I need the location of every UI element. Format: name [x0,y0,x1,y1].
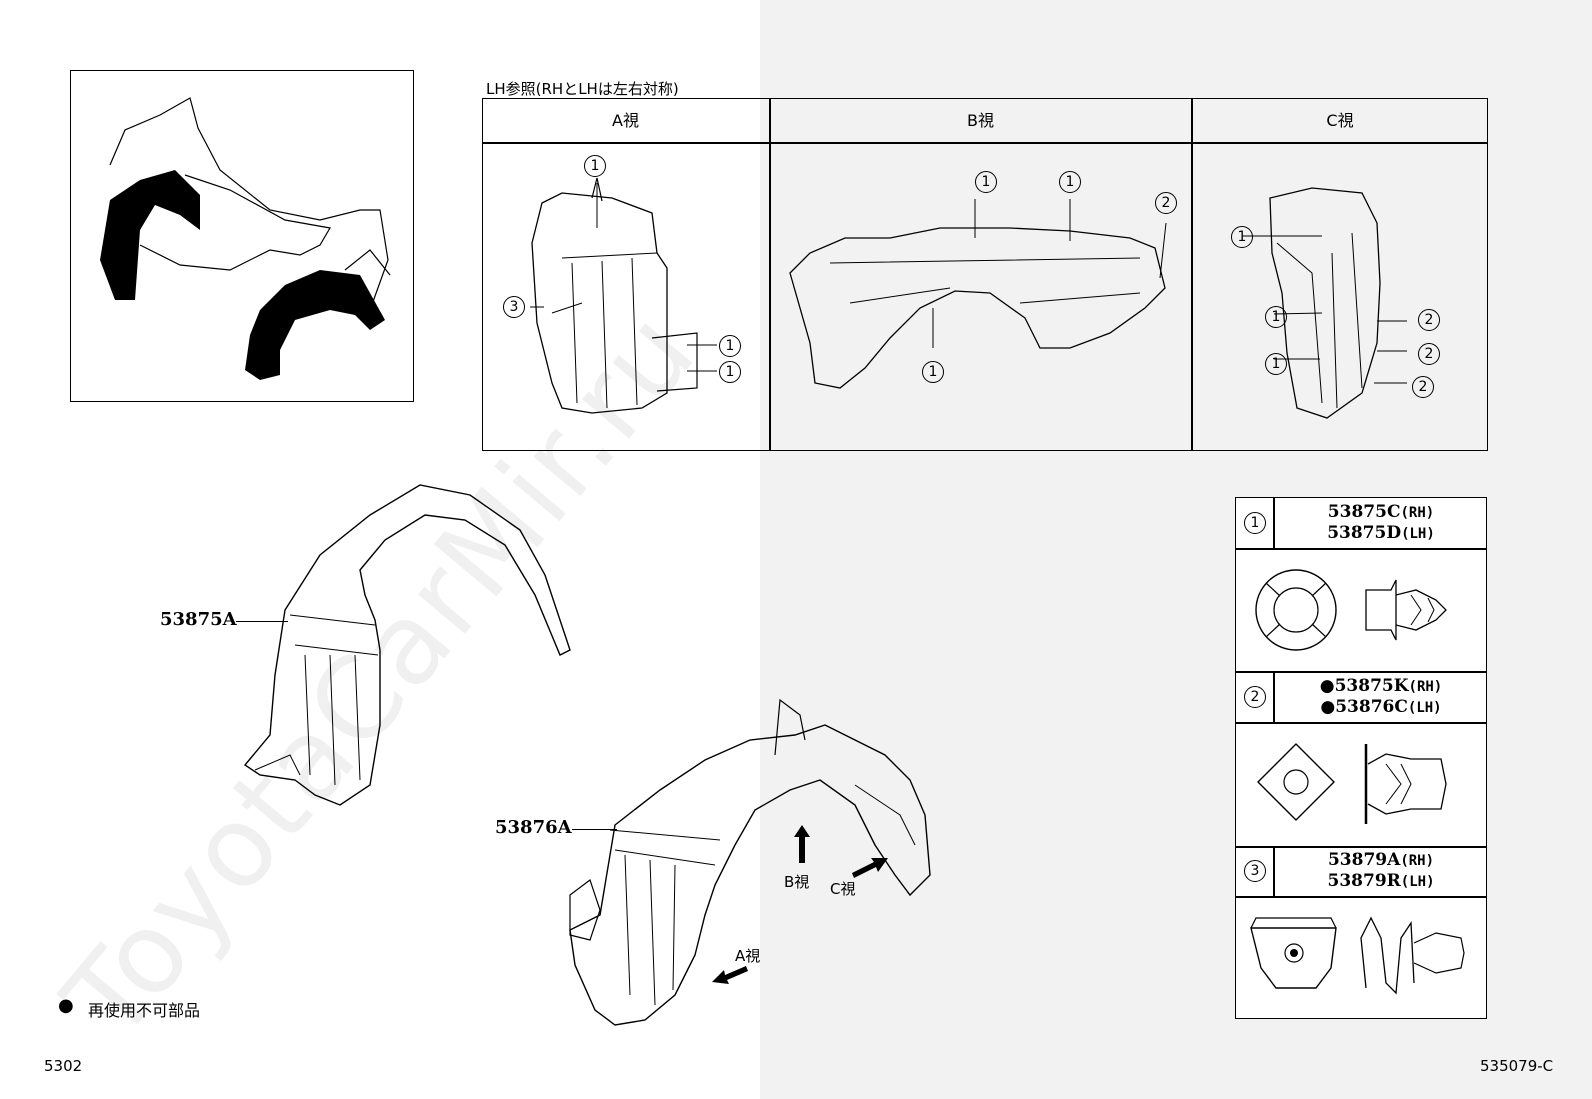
legend-rule-4 [1235,846,1487,848]
legend-1-suffix2: (LH) [1401,526,1435,542]
arrow-a-icon [712,966,748,984]
legend-rule-2 [1235,671,1487,673]
view-c-callout-left-2: 1 [1265,306,1287,328]
legend-3-line1: 53879A [1327,850,1401,870]
view-b-callout-4: 1 [922,361,944,383]
legend-3-part-numbers: 53879A(RH) 53879R(LH) [1275,850,1487,892]
views-table-header-rule [482,142,1488,144]
legend-rule-5 [1235,896,1487,898]
legend-rule-3 [1235,722,1487,724]
location-overview-drawing [100,97,391,380]
view-a-drawing [530,177,717,414]
part-label-53875a: 53875A [160,609,237,630]
legend-1-clip-drawing [1255,569,1447,651]
legend-3-suffix1: (RH) [1400,853,1435,869]
legend-1-line2: 53875D [1327,523,1402,543]
view-a-callout-top: 1 [584,155,606,177]
page-number: 5302 [44,1057,83,1075]
part-label-53876a: 53876A [495,817,572,838]
view-c-callout-right-3: 2 [1412,376,1434,398]
legend-col-rule-2 [1273,671,1275,723]
legend-2-suffix1: (RH) [1408,679,1443,695]
view-c-callout-left-3: 1 [1265,353,1287,375]
arrow-b-icon [794,825,810,863]
legend-2-suffix2: (LH) [1407,700,1442,716]
view-c-callout-right-2: 2 [1418,343,1440,365]
view-b-callout-3: 2 [1155,192,1177,214]
legend-num-3: 3 [1244,860,1266,882]
view-a-callout-right-2: 1 [719,361,741,383]
diagram-code: 535079-C [1480,1057,1554,1075]
legend-3-clip-drawing [1250,916,1465,995]
view-a-header: A視 [612,111,639,130]
view-a-callout-left: 3 [503,296,525,318]
view-b-drawing [789,199,1167,389]
legend-1-suffix1: (RH) [1400,505,1435,521]
legend-2-line2: ●53876C [1320,697,1408,717]
arrow-label-b: B視 [784,873,810,891]
legend-3-suffix2: (LH) [1400,874,1435,890]
view-c-callout-left-1: 1 [1231,226,1253,248]
view-c-callout-right-1: 2 [1418,309,1440,331]
legend-table [1235,497,1487,1019]
arrow-c-icon [852,858,888,878]
view-c-header: C視 [1326,111,1354,130]
header-note: LH参照(RHとLHは左右対称) [486,80,679,98]
legend-2-part-numbers: ●53875K(RH) ●53876C(LH) [1275,676,1487,718]
arrow-label-c: C視 [830,880,856,898]
legend-rule-1 [1235,548,1487,550]
part-53876a-drawing [569,698,931,1026]
legend-col-rule-1 [1273,497,1275,549]
arrow-label-a: A視 [735,947,761,965]
part-leader-53876a [572,829,617,830]
view-b-callout-1: 1 [975,171,997,193]
footnote-text: 再使用不可部品 [88,1001,201,1020]
part-leader-53875a [236,621,288,622]
legend-1-line1: 53875C [1327,502,1401,522]
view-b-callout-2: 1 [1059,171,1081,193]
location-overview-box [70,70,414,402]
views-table [482,98,1488,451]
views-table-divider-2 [1191,98,1193,451]
legend-3-line2: 53879R [1327,871,1401,891]
legend-2-clip-drawing [1257,743,1447,824]
legend-col-rule-3 [1273,846,1275,897]
footnote-bullet: ● [58,995,74,1016]
view-c-drawing [1242,187,1407,419]
part-53875a-drawing [243,484,571,806]
legend-1-part-numbers: 53875C(RH) 53875D(LH) [1275,502,1487,544]
legend-num-2: 2 [1244,686,1266,708]
view-b-header: B視 [967,111,994,130]
legend-num-1: 1 [1244,512,1266,534]
legend-2-line1: ●53875K [1319,676,1409,696]
view-a-callout-right-1: 1 [719,335,741,357]
views-table-divider-1 [769,98,771,451]
